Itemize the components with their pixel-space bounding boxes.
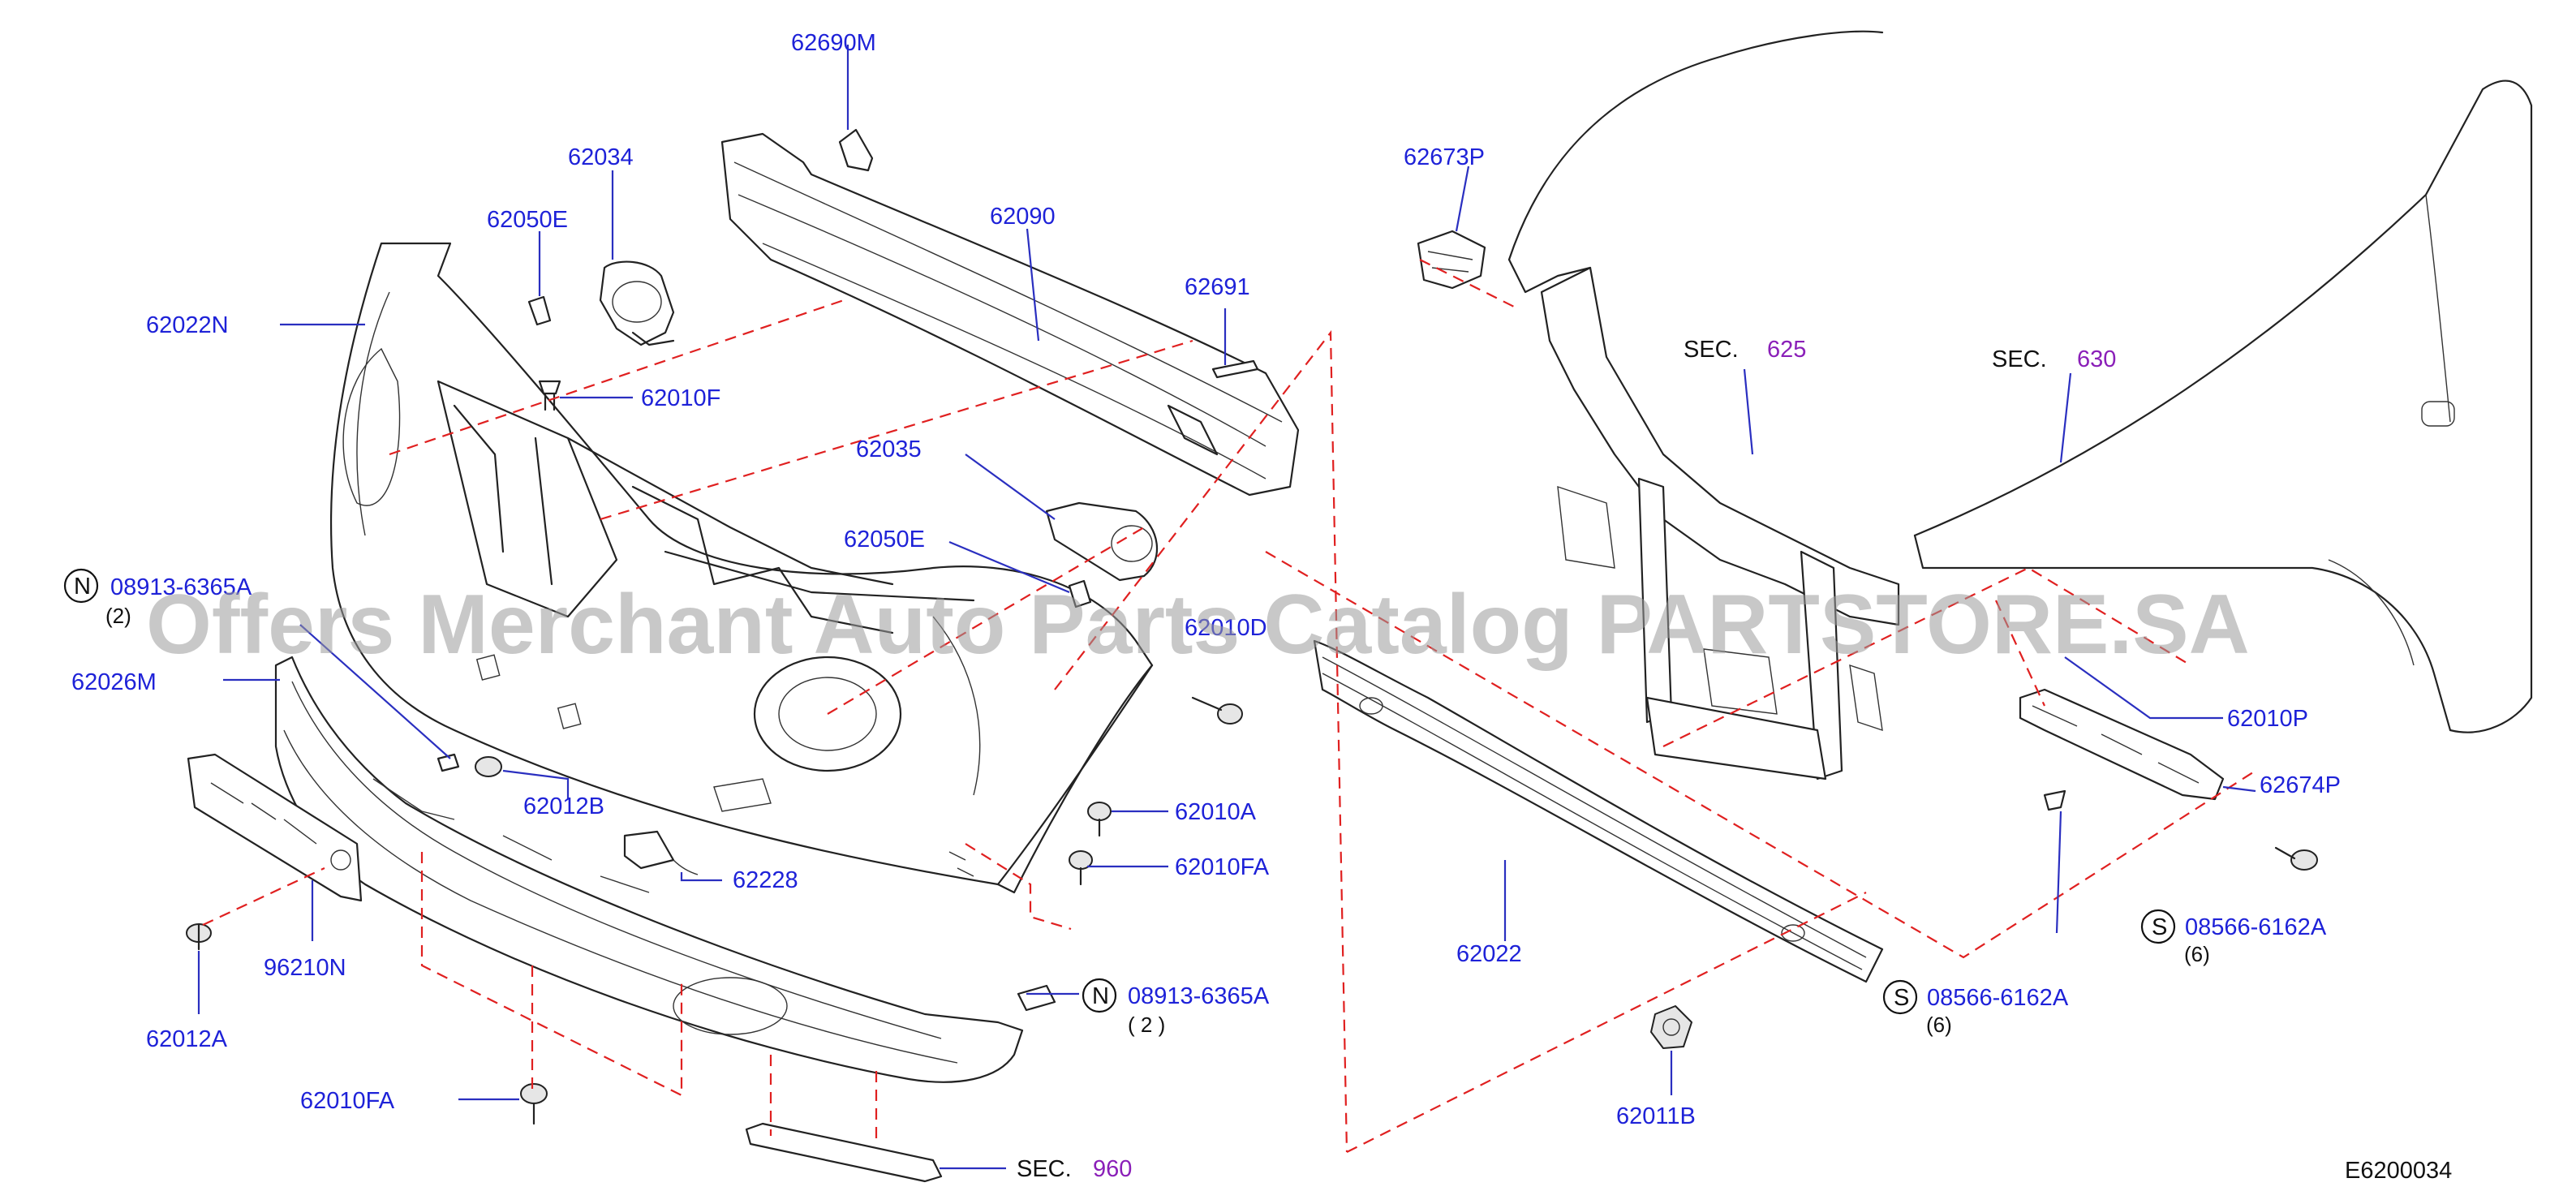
label-62010fa-right[interactable]: 62010FA — [1175, 854, 1270, 880]
bolt-62010a — [1087, 802, 1112, 837]
bolt-08566-right — [2274, 846, 2318, 871]
leader-lines — [197, 45, 2256, 1170]
label-62026m[interactable]: 62026M — [71, 669, 157, 695]
absorber-62090 — [720, 132, 1300, 497]
lower-valance-62026m — [274, 656, 1024, 1083]
clip-62050e-top — [527, 295, 552, 326]
clip-62010fa-right — [1069, 850, 1093, 886]
badge-s-right — [2140, 909, 2176, 944]
reinforcement-62022 — [1313, 639, 1884, 983]
label-96210n[interactable]: 96210N — [264, 955, 346, 981]
bracket-62690m — [838, 128, 874, 172]
diagram-id: E6200034 — [2345, 1158, 2452, 1184]
clip-62050e-right — [1068, 579, 1092, 608]
bracket-62673p — [1417, 230, 1486, 290]
label-08566-6162a-center[interactable]: 08566-6162A — [1927, 985, 2069, 1011]
nut-08913-right — [1017, 984, 1056, 1012]
label-62011b[interactable]: 62011B — [1616, 1103, 1696, 1129]
sec960-bracket — [745, 1122, 943, 1183]
fog-bracket-62035 — [1045, 501, 1159, 582]
label-sec960-number[interactable]: 960 — [1093, 1156, 1132, 1182]
badge-n-left-letter: N — [74, 574, 91, 600]
clip-62010fa-bottom — [520, 1083, 548, 1125]
bracket-62674p — [2019, 688, 2225, 801]
badge-n-right — [1082, 978, 1117, 1013]
label-sec630-number[interactable]: 630 — [2077, 346, 2116, 372]
label-62691[interactable]: 62691 — [1185, 274, 1250, 300]
watermark: Offers Merchant Auto Parts Catalog PARTS… — [146, 578, 2250, 672]
label-62228[interactable]: 62228 — [733, 867, 798, 893]
label-62034[interactable]: 62034 — [568, 144, 634, 170]
badge-s-center — [1882, 979, 1918, 1015]
part-labels: 62690M 62034 62050E 62090 62022N 62691 6… — [63, 30, 2452, 1184]
label-62010d[interactable]: 62010D — [1185, 615, 1267, 641]
label-62022[interactable]: 62022 — [1456, 941, 1522, 967]
badge-n-right-letter: N — [1092, 983, 1109, 1009]
clip-62010f — [538, 380, 561, 411]
bolt-62010d — [1191, 696, 1243, 725]
clip-62012b — [475, 756, 502, 777]
clip-62691 — [1211, 359, 1259, 379]
badge-n-left — [63, 568, 99, 604]
qty-s-right: (6) — [2184, 942, 2210, 966]
screw-62012a — [186, 923, 212, 951]
label-sec960-prefix: SEC. — [1017, 1156, 1072, 1182]
label-62090[interactable]: 62090 — [990, 204, 1056, 230]
label-62035[interactable]: 62035 — [856, 436, 922, 462]
label-62022n[interactable]: 62022N — [146, 312, 229, 338]
label-62012b[interactable]: 62012B — [523, 793, 604, 819]
cap-62228 — [623, 830, 699, 875]
label-sec625-number[interactable]: 625 — [1767, 337, 1806, 363]
nut-08913-left — [437, 753, 460, 772]
radiator-core-support-sec625 — [1507, 30, 1900, 780]
label-62010a[interactable]: 62010A — [1175, 799, 1257, 825]
label-62010p[interactable]: 62010P — [2227, 706, 2308, 732]
clip-62010p — [2043, 789, 2066, 811]
label-08566-6162a-right[interactable]: 08566-6162A — [2185, 914, 2327, 940]
assembly-guides — [202, 259, 2256, 1153]
qty-left: (2) — [105, 604, 131, 628]
badge-s-center-letter: S — [1894, 985, 1909, 1011]
label-62050e-right[interactable]: 62050E — [844, 527, 925, 553]
label-62050e-top[interactable]: 62050E — [487, 207, 568, 233]
label-08913-6365a-left[interactable]: 08913-6365A — [110, 574, 252, 600]
qty-right: ( 2 ) — [1128, 1013, 1165, 1037]
label-sec630-prefix: SEC. — [1992, 346, 2047, 372]
label-62010fa-bottom[interactable]: 62010FA — [300, 1088, 395, 1114]
label-62674p[interactable]: 62674P — [2260, 772, 2341, 798]
badge-s-right-letter: S — [2152, 914, 2167, 940]
plate-bracket-96210n — [187, 753, 363, 902]
nut-62011b — [1650, 1005, 1692, 1049]
fender-sec630 — [1913, 80, 2533, 733]
qty-s-center: (6) — [1926, 1013, 1952, 1037]
label-08913-6365a-right[interactable]: 08913-6365A — [1128, 983, 1270, 1009]
label-62673p[interactable]: 62673P — [1404, 144, 1485, 170]
label-62012a[interactable]: 62012A — [146, 1026, 228, 1052]
label-62010f[interactable]: 62010F — [641, 385, 720, 411]
label-62690m[interactable]: 62690M — [791, 30, 876, 56]
label-sec625-prefix: SEC. — [1684, 337, 1739, 363]
fog-bracket-62034 — [599, 260, 675, 346]
